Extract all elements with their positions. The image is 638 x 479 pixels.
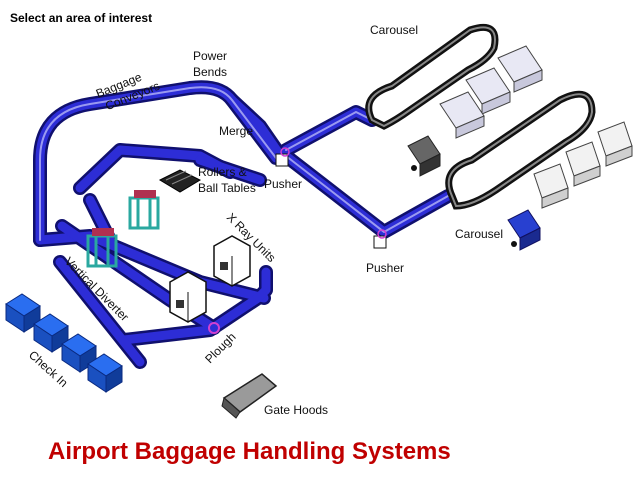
label-merge[interactable]: Merge [219, 124, 253, 138]
page-title: Airport Baggage Handling Systems [48, 438, 451, 465]
label-gate-hoods[interactable]: Gate Hoods [264, 403, 328, 417]
plough-icon[interactable] [208, 322, 220, 334]
check-in-desk-icon [61, 333, 97, 373]
carousel-lower-graphic[interactable] [445, 90, 596, 210]
baggage-tug-icon [407, 135, 441, 177]
carousel-upper-graphic[interactable] [365, 23, 499, 130]
xray-unit-icon[interactable] [213, 235, 251, 287]
gate-hoods-icon[interactable] [221, 373, 278, 419]
baggage-cart-icon [597, 121, 633, 167]
label-pusher-upper[interactable]: Pusher [264, 177, 302, 191]
baggage-cart-train-upper [407, 45, 543, 177]
label-power-bends-1[interactable]: Power [193, 49, 227, 63]
check-in-desk-icon [5, 293, 41, 333]
label-pusher-lower[interactable]: Pusher [366, 261, 404, 275]
baggage-tug-icon [507, 209, 541, 251]
label-carousel-lower[interactable]: Carousel [455, 227, 503, 241]
baggage-cart-icon [565, 141, 601, 187]
label-rollers-2[interactable]: Ball Tables [198, 181, 256, 195]
baggage-cart-icon [497, 45, 543, 93]
baggage-cart-train-lower [507, 121, 633, 251]
vertical-diverter-icon[interactable] [128, 190, 160, 230]
check-in-desk-icon [87, 353, 123, 393]
check-in-desks[interactable] [5, 293, 123, 393]
xray-unit-icon[interactable] [169, 271, 207, 323]
baggage-cart-icon [465, 67, 511, 115]
baggage-cart-icon [439, 91, 485, 139]
pusher-lower-icon[interactable] [373, 229, 387, 249]
header-instruction: Select an area of interest [10, 11, 152, 25]
label-power-bends-2[interactable]: Bends [193, 65, 227, 79]
baggage-cart-icon [533, 163, 569, 209]
label-rollers-1[interactable]: Rollers & [198, 165, 247, 179]
check-in-desk-icon [33, 313, 69, 353]
rollers-ball-tables-icon[interactable] [158, 169, 202, 193]
pusher-upper-icon[interactable] [275, 147, 290, 167]
vertical-diverter-icon[interactable] [86, 228, 118, 268]
label-carousel-upper[interactable]: Carousel [370, 23, 418, 37]
